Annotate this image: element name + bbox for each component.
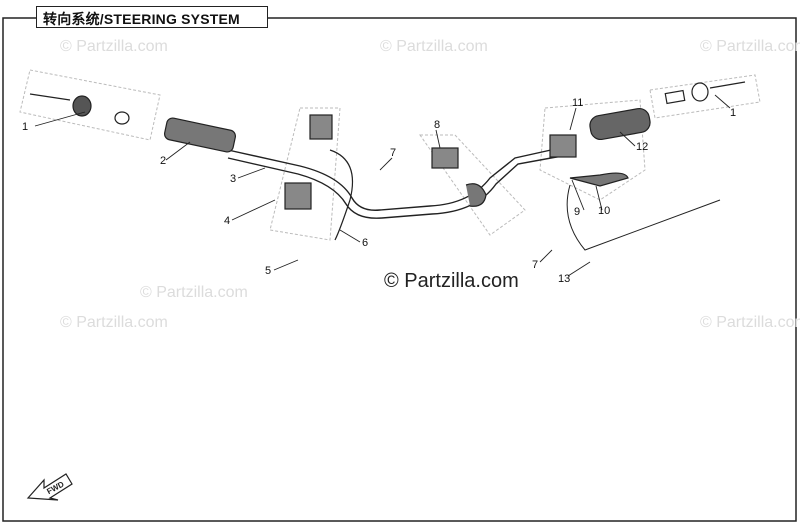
watermark-faint: © Partzilla.com [700, 38, 800, 55]
clamp-upper [431, 147, 459, 169]
callout-label: 8 [434, 119, 440, 131]
watermark-faint: © Partzilla.com [700, 314, 800, 331]
group-box-left-grip [19, 69, 161, 141]
throttle-cable [566, 184, 721, 251]
lever-housing [549, 134, 577, 158]
switch-unit [284, 114, 354, 241]
right-bar-end-weight [691, 82, 709, 102]
watermark-faint: © Partzilla.com [380, 38, 488, 55]
callout-label: 6 [362, 237, 368, 249]
callout-label: 2 [160, 155, 166, 167]
switch-lower [284, 182, 312, 210]
callout-label: 13 [558, 273, 570, 285]
clamp-assembly [431, 147, 487, 207]
watermark-faint: © Partzilla.com [60, 314, 168, 331]
switch-upper [309, 114, 333, 140]
group-box-clamp [419, 134, 526, 236]
page-title: 转向系统/STEERING SYSTEM [43, 11, 240, 27]
callout-label: 12 [636, 141, 648, 153]
right-grip-assembly [589, 81, 746, 141]
callout-label: 1 [22, 121, 28, 133]
left-bar-end-sleeve [114, 111, 130, 125]
left-bar-end-weight [72, 95, 92, 117]
left-bar-end-bolt [29, 93, 71, 101]
switch-wire [329, 149, 354, 241]
outer-border [2, 17, 797, 522]
callout-label: 3 [230, 173, 236, 185]
callout-label: 1 [730, 107, 736, 119]
left-grip [163, 117, 237, 153]
right-grip [589, 107, 651, 141]
callout-label: 11 [572, 97, 583, 109]
group-box-switch [269, 107, 341, 241]
watermark-faint: © Partzilla.com [60, 38, 168, 55]
watermark-faint: © Partzilla.com [140, 284, 248, 301]
title-box: 转向系统/STEERING SYSTEM [36, 6, 268, 28]
leader-lines [34, 94, 731, 277]
callout-label: 10 [598, 205, 610, 217]
callout-labels: 1 2 3 4 5 6 7 8 9 10 11 12 13 7 1 [22, 97, 736, 285]
left-grip-assembly [29, 93, 237, 153]
callout-label: 9 [574, 206, 580, 218]
fwd-arrow-icon: FWD [26, 473, 73, 501]
brake-lever [569, 172, 629, 187]
callout-label: 7 [532, 259, 538, 271]
right-bar-end-sleeve [664, 89, 686, 105]
callout-label: 7 [390, 147, 396, 159]
callout-label: 5 [265, 265, 271, 277]
watermark-main: © Partzilla.com [384, 270, 519, 292]
callout-label: 4 [224, 215, 230, 227]
right-bar-end-bolt [709, 81, 746, 89]
group-box-right-grip [649, 74, 761, 119]
lever-assembly [549, 134, 629, 187]
clamp-lower [465, 183, 487, 207]
